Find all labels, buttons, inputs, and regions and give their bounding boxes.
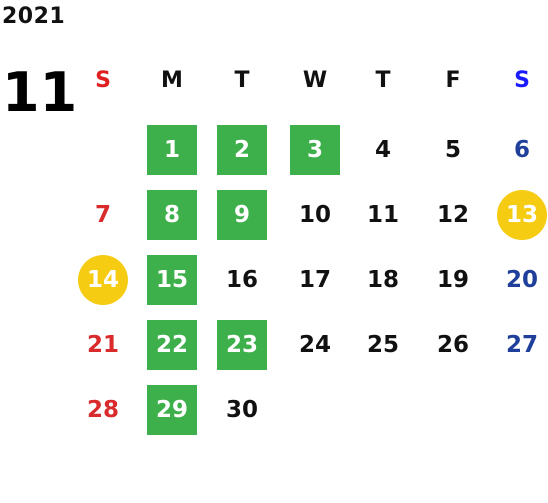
month-number: 11 — [2, 61, 78, 124]
day-cell-2: 2 — [217, 125, 267, 175]
day-cell-14: 14 — [78, 255, 128, 305]
day-cell-6: 6 — [513, 137, 530, 163]
weekday-header-sunday: S — [95, 68, 111, 93]
day-cell-8: 8 — [147, 190, 197, 240]
day-cell-11: 11 — [366, 202, 399, 228]
day-cell-10: 10 — [298, 202, 331, 228]
day-cell-20: 20 — [505, 267, 538, 293]
day-cell-7: 7 — [94, 202, 111, 228]
day-cell-28: 28 — [86, 397, 119, 423]
day-cell-29: 29 — [147, 385, 197, 435]
day-cell-16: 16 — [225, 267, 258, 293]
day-cell-9: 9 — [217, 190, 267, 240]
day-cell-13: 13 — [497, 190, 547, 240]
weekday-header-monday: M — [161, 68, 183, 93]
day-cell-12: 12 — [436, 202, 469, 228]
year-label: 2021 — [2, 4, 66, 29]
day-cell-1: 1 — [147, 125, 197, 175]
day-cell-18: 18 — [366, 267, 399, 293]
weekday-header-thursday: T — [375, 68, 391, 93]
day-cell-24: 24 — [298, 332, 331, 358]
day-cell-4: 4 — [374, 137, 391, 163]
weekday-header-wednesday: W — [302, 68, 328, 93]
weekday-header-tuesday: T — [234, 68, 250, 93]
day-cell-21: 21 — [86, 332, 119, 358]
day-cell-5: 5 — [444, 137, 461, 163]
day-cell-17: 17 — [298, 267, 331, 293]
day-cell-22: 22 — [147, 320, 197, 370]
day-cell-15: 15 — [147, 255, 197, 305]
day-cell-27: 27 — [505, 332, 538, 358]
weekday-header-saturday: S — [514, 68, 530, 93]
day-cell-30: 30 — [225, 397, 258, 423]
day-cell-3: 3 — [290, 125, 340, 175]
weekday-header-friday: F — [445, 68, 461, 93]
day-cell-19: 19 — [436, 267, 469, 293]
day-cell-23: 23 — [217, 320, 267, 370]
day-cell-25: 25 — [366, 332, 399, 358]
day-cell-26: 26 — [436, 332, 469, 358]
